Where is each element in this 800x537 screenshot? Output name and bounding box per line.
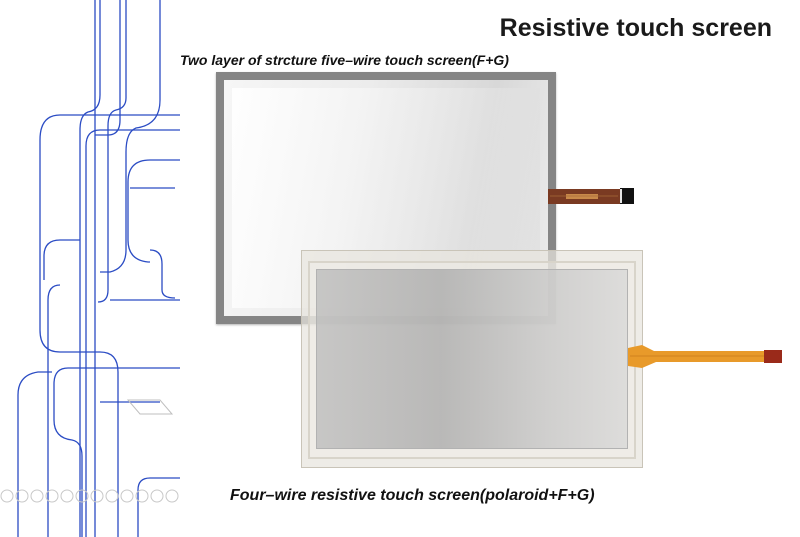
circuit-line: [97, 0, 127, 303]
four-wire-touch-panel: [301, 250, 643, 468]
circuit-line: [100, 0, 161, 273]
parallelogram-outline: [126, 399, 174, 415]
four-wire-active-area: [316, 269, 628, 449]
decor-circle: [150, 489, 164, 503]
decor-circle: [105, 489, 119, 503]
circuit-line: [39, 114, 180, 537]
five-wire-caption: Two layer of strcture five–wire touch sc…: [180, 52, 509, 68]
decorative-parallelogram: [126, 399, 174, 415]
page-title: Resistive touch screen: [499, 14, 772, 42]
decor-circle: [60, 489, 74, 503]
decor-circle: [165, 489, 179, 503]
circuit-line: [43, 239, 80, 280]
circuit-line: [47, 284, 61, 537]
circuit-line: [17, 371, 52, 537]
circuit-line: [149, 249, 176, 299]
decor-circle: [120, 489, 134, 503]
decor-circle: [135, 489, 149, 503]
decor-circle: [30, 489, 44, 503]
decor-circle: [75, 489, 89, 503]
decor-circle: [45, 489, 59, 503]
decor-circle: [15, 489, 29, 503]
circle-row-decoration: [0, 489, 179, 503]
decor-circle: [0, 489, 14, 503]
circuit-line: [85, 129, 180, 537]
decor-circle: [90, 489, 104, 503]
circuit-line: [53, 367, 180, 537]
circuit-line-group: [17, 0, 180, 537]
four-wire-caption: Four–wire resistive touch screen(polaroi…: [230, 487, 595, 504]
circuit-line: [137, 477, 180, 537]
circuit-line: [127, 159, 180, 263]
circuit-line: [79, 0, 101, 537]
